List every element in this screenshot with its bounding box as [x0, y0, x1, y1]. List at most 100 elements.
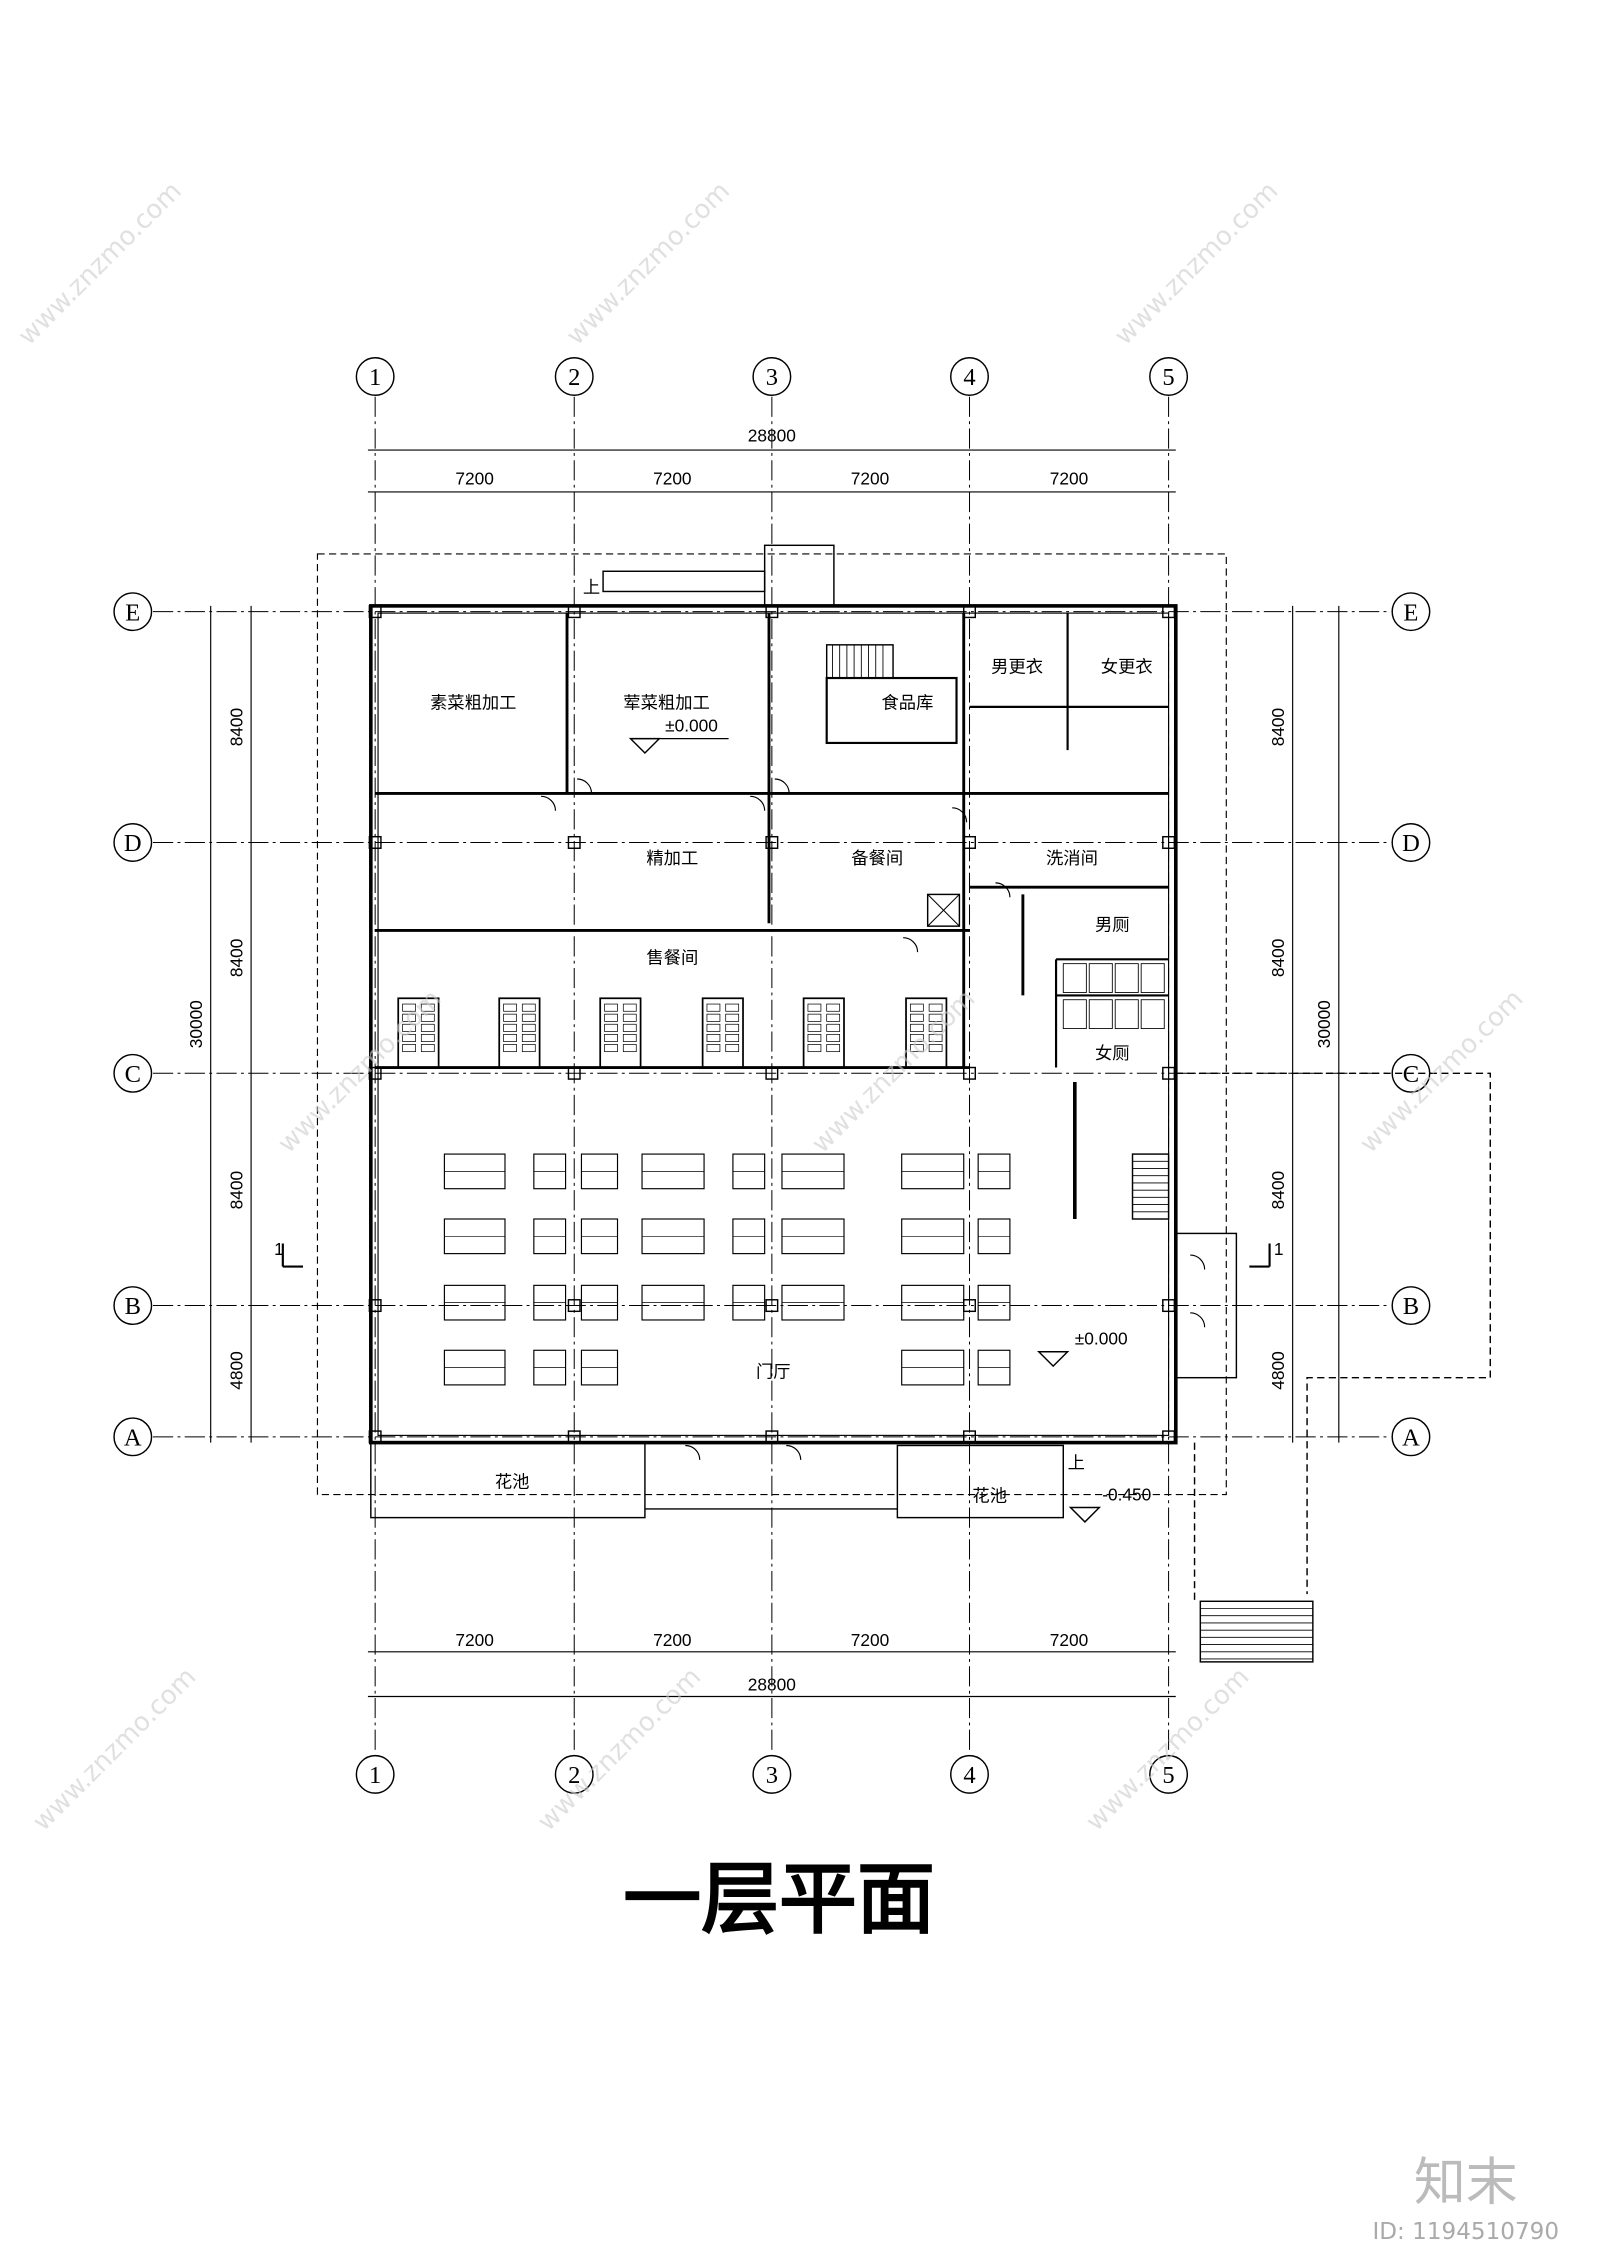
column — [567, 1299, 581, 1313]
axis-3-bottom: 3 — [766, 1762, 778, 1789]
watermark-site: www.znzmo.com — [27, 1662, 202, 1837]
axis-A-right: A — [1402, 1424, 1420, 1451]
axis-bubble — [1391, 1286, 1431, 1326]
axis-bubble — [113, 1286, 153, 1326]
door-swing — [952, 807, 968, 823]
door-swing — [1190, 1312, 1206, 1328]
cabinet-cell — [622, 1003, 637, 1012]
cabinet-cell — [826, 1013, 841, 1022]
watermark-site: www.znzmo.com — [272, 984, 447, 1159]
door-swing — [541, 795, 557, 811]
dim-bottom-2: 7200 — [653, 1630, 691, 1650]
cabinet-cell — [503, 1003, 517, 1012]
cabinet-cell — [909, 1013, 924, 1022]
cabinet-cell — [503, 1023, 517, 1032]
cabinet-cell — [402, 1023, 416, 1032]
axis-4-top: 4 — [963, 364, 975, 391]
elevation-triangle — [1037, 1350, 1070, 1368]
cabinet-cell — [807, 1023, 822, 1032]
dim-bottom-1: 7200 — [455, 1630, 493, 1650]
watermark-site: www.znzmo.com — [13, 176, 188, 351]
watermark-site: www.znzmo.com — [1109, 176, 1284, 351]
watermark-brand: 知末 — [1414, 2153, 1518, 2213]
column — [963, 605, 976, 619]
room-veg-rough: 素菜粗加工 — [430, 693, 516, 713]
column — [963, 1066, 976, 1080]
serving-cabinet — [905, 997, 948, 1069]
axis-3-top: 3 — [766, 364, 778, 391]
axis-bubble — [554, 1754, 594, 1794]
room-male-locker: 男更衣 — [991, 657, 1043, 677]
planter — [370, 1441, 646, 1519]
dim-right-1: 8400 — [1268, 708, 1288, 746]
toilet-stall — [1062, 963, 1087, 993]
dim-bottom-4: 7200 — [1050, 1630, 1088, 1650]
cabinet-cell — [604, 1023, 618, 1032]
dim-right-3: 8400 — [1268, 1171, 1288, 1209]
toilet-stall — [1140, 999, 1165, 1030]
cabinet-cell — [725, 1033, 740, 1042]
dim-left-1: 8400 — [226, 708, 246, 746]
dim-top-4: 7200 — [1050, 469, 1088, 489]
dim-right-4: 4800 — [1268, 1351, 1288, 1389]
toilet-stall — [1088, 963, 1113, 993]
cabinet-cell — [521, 1003, 536, 1012]
cabinet-cell — [604, 1013, 618, 1022]
ramp-top — [602, 570, 766, 593]
elevation-triangle — [1068, 1506, 1102, 1523]
elevator-x — [927, 894, 960, 927]
side-entrance-steps — [1175, 1232, 1238, 1379]
serving-cabinet — [599, 997, 642, 1069]
cabinet-cell — [725, 1013, 740, 1022]
axis-bubble — [113, 823, 153, 862]
dim-left-2: 8400 — [226, 939, 246, 977]
stair-up-label-bottom: 上 — [1068, 1453, 1085, 1473]
door-swing — [1190, 1254, 1206, 1270]
room-serving: 售餐间 — [646, 949, 698, 969]
cabinet-cell — [604, 1003, 618, 1012]
axis-C-left: C — [125, 1061, 141, 1088]
dim-top-3: 7200 — [851, 469, 889, 489]
toilet-stall — [1062, 999, 1087, 1030]
axis-E-left: E — [125, 599, 140, 626]
watermark-site: www.znzmo.com — [561, 176, 736, 351]
axis-bubble — [1149, 1754, 1189, 1794]
room-labels: 素菜粗加工 荤菜粗加工 食品库 男更衣 女更衣 精加工 备餐间 洗消间 男厕 女… — [430, 657, 1153, 1506]
watermark-site: www.znzmo.com — [1080, 1662, 1255, 1837]
column — [963, 835, 976, 849]
column — [963, 1430, 976, 1444]
cabinet-cell — [826, 1023, 841, 1032]
dim-total-bottom: 28800 — [748, 1675, 796, 1695]
plan-linework — [113, 357, 1492, 1794]
room-hall: 门厅 — [756, 1363, 791, 1383]
room-food-store: 食品库 — [882, 693, 934, 713]
cabinet-cell — [826, 1033, 841, 1042]
column — [567, 835, 581, 849]
axis-2-top: 2 — [568, 364, 580, 391]
axis-bubble — [1391, 1417, 1431, 1457]
cabinet-cell — [928, 1033, 943, 1042]
column — [765, 1430, 779, 1444]
cabinet-cell — [928, 1013, 943, 1022]
dim-right-total: 30000 — [1314, 1000, 1334, 1048]
column — [368, 1066, 382, 1080]
cabinet-cell — [725, 1044, 740, 1053]
room-male-wc: 男厕 — [1095, 915, 1130, 935]
door-swing — [577, 778, 593, 794]
dim-top-1: 7200 — [455, 469, 493, 489]
roof-outline — [316, 553, 1227, 1496]
elevation-kitchen: ±0.000 — [665, 715, 718, 735]
cabinet-cell — [706, 1023, 721, 1032]
stair-exterior — [1199, 1600, 1314, 1663]
axis-D-right: D — [1402, 830, 1420, 857]
cabinet-cell — [826, 1003, 841, 1012]
axis-5-top: 5 — [1162, 364, 1174, 391]
dim-left-total: 30000 — [186, 1000, 206, 1048]
axis-A-left: A — [124, 1424, 142, 1451]
serving-cabinet — [701, 997, 744, 1069]
serving-cabinet — [397, 997, 440, 1069]
toilet-stall — [1114, 963, 1139, 993]
door-swing — [786, 1444, 802, 1460]
toilet-stall — [1114, 999, 1139, 1030]
